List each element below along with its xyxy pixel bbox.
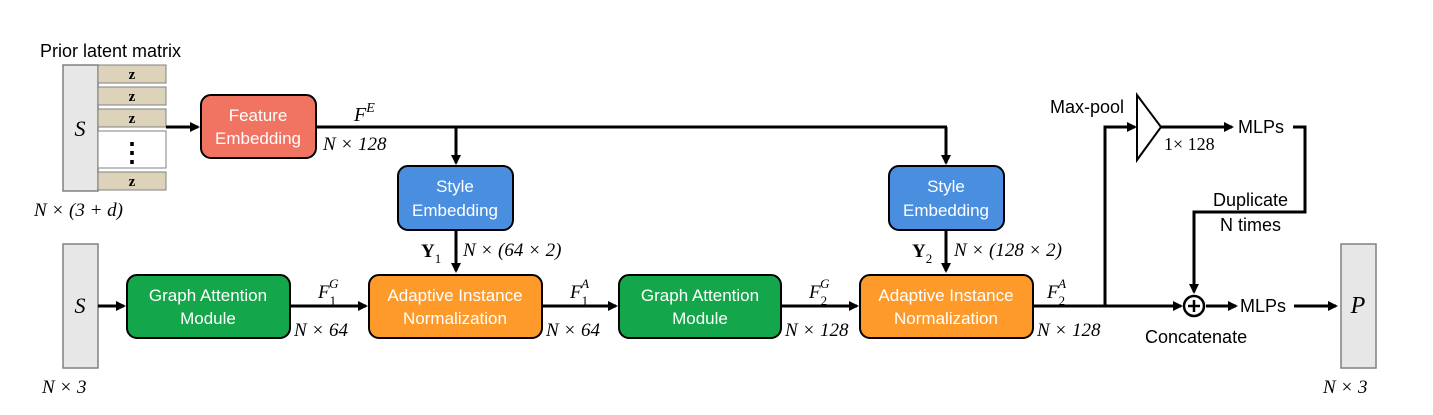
duplicate-label-line2: N times [1220, 215, 1281, 235]
latent-dots: ⋮ [119, 138, 145, 167]
f1a-base: F [569, 282, 582, 303]
prior-matrix-title: Prior latent matrix [40, 41, 181, 61]
f2g-sup: G [820, 276, 830, 291]
graph-attention-1-line2: Module [180, 309, 236, 328]
graph-attention-2-line2: Module [672, 309, 728, 328]
f2a-base: F [1046, 282, 1059, 303]
adain-1-line1: Adaptive Instance [387, 286, 522, 305]
arrow-to-maxpool [1103, 122, 1137, 306]
y2-size-label: N × (128 × 2) [953, 240, 1062, 261]
y2-label: Y2 [912, 241, 932, 266]
style-embedding-1-line1: Style [436, 177, 474, 196]
style-embedding-2-line1: Style [927, 177, 965, 196]
prior-size-label: N × (3 + d) [33, 200, 123, 221]
f1g-base: F [317, 282, 330, 303]
maxpool-triangle-icon [1136, 92, 1163, 164]
mlps-out-label: MLPs [1240, 296, 1286, 316]
input-s-symbol: S [75, 293, 86, 318]
graph-attention-1-box: Graph Attention Module [126, 274, 291, 339]
fe-size-label: N × 128 [322, 134, 387, 155]
latent-z-label: z [129, 89, 136, 105]
f2a-sub: 2 [1059, 293, 1066, 308]
f1g-label: F1 G [317, 276, 339, 308]
adain-2-line2: Normalization [894, 309, 998, 328]
pool-size-label: 1× 128 [1164, 134, 1215, 154]
fe-label: FE [353, 101, 375, 126]
input-size-label: N × 3 [41, 377, 87, 398]
feature-embedding-line2: Embedding [215, 129, 301, 148]
feature-embedding-line1: Feature [229, 106, 288, 125]
y1-sub: 1 [435, 251, 442, 266]
f1a-sup: A [580, 276, 589, 291]
f1a-size-label: N × 64 [545, 320, 600, 341]
latent-z-label: z [129, 174, 136, 190]
fe-base: F [353, 104, 367, 126]
latent-cell [97, 171, 167, 191]
y1-size-label: N × (64 × 2) [462, 240, 561, 261]
graph-attention-1-line1: Graph Attention [149, 286, 267, 305]
f2a-label: F2 A [1046, 276, 1066, 308]
f2g-label: F2 G [808, 276, 830, 308]
connectors [98, 122, 1338, 311]
maxpool-label: Max-pool [1050, 97, 1124, 117]
y2-sub: 2 [926, 251, 933, 266]
adain-2-box: Adaptive Instance Normalization [859, 274, 1034, 339]
prior-latent-matrix: S z z z ⋮ z [62, 64, 167, 192]
f2g-base: F [808, 282, 821, 303]
arrow-duplicate [1189, 125, 1307, 294]
concatenate-node [1182, 294, 1206, 318]
latent-z-label: z [129, 111, 136, 127]
y1-label: Y1 [421, 241, 441, 266]
graph-attention-2-box: Graph Attention Module [618, 274, 782, 339]
output-size-label: N × 3 [1322, 377, 1368, 398]
style-embedding-2-box: Style Embedding [888, 165, 1005, 231]
adain-1-box: Adaptive Instance Normalization [368, 274, 543, 339]
duplicate-label-line1: Duplicate [1213, 190, 1288, 210]
latent-cell [97, 108, 167, 128]
prior-s-column [62, 64, 99, 192]
y2-base: Y [912, 241, 926, 262]
graph-attention-2-line1: Graph Attention [641, 286, 759, 305]
output-p-block [1340, 243, 1377, 369]
style-embedding-1-box: Style Embedding [397, 165, 514, 231]
mlps-top-label: MLPs [1238, 117, 1284, 137]
feature-embedding-box: Feature Embedding [200, 94, 317, 159]
style-embedding-1-line2: Embedding [412, 201, 498, 220]
latent-ellipsis-cell [97, 130, 167, 169]
y1-base: Y [421, 241, 435, 262]
latent-cell [97, 64, 167, 84]
style-embedding-2-line2: Embedding [903, 201, 989, 220]
latent-z-label: z [129, 67, 136, 83]
f1g-sub: 1 [330, 293, 337, 308]
adain-2-line1: Adaptive Instance [878, 286, 1013, 305]
adain-1-line2: Normalization [403, 309, 507, 328]
f2g-size-label: N × 128 [784, 320, 849, 341]
prior-s-symbol: S [75, 116, 86, 141]
f2a-sup: A [1057, 276, 1066, 291]
f2g-sub: 2 [821, 293, 828, 308]
concatenate-label: Concatenate [1145, 327, 1247, 347]
f1g-sup: G [329, 276, 339, 291]
f1a-sub: 1 [582, 293, 589, 308]
f2a-size-label: N × 128 [1036, 320, 1101, 341]
f1g-size-label: N × 64 [293, 320, 348, 341]
input-s-block [62, 243, 99, 369]
f1a-label: F1 A [569, 276, 589, 308]
output-p-symbol: P [1350, 293, 1366, 319]
latent-cell [97, 86, 167, 106]
fe-sup: E [365, 101, 375, 116]
